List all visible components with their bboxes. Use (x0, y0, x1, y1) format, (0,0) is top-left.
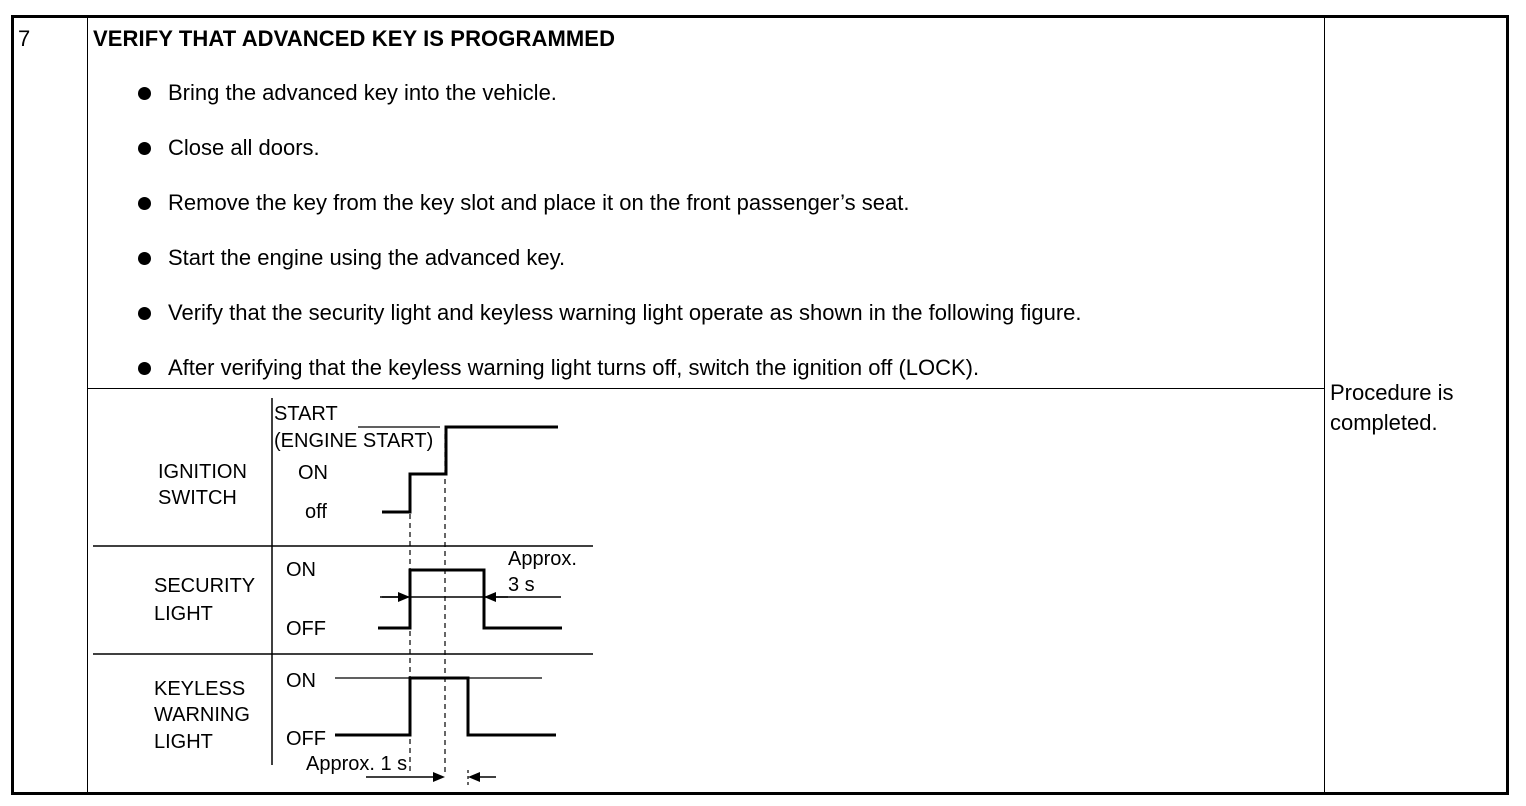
step-title: VERIFY THAT ADVANCED KEY IS PROGRAMMED (93, 26, 616, 51)
ignition-state-start: (ENGINE START) (274, 430, 433, 452)
arrowhead (433, 772, 445, 782)
security-label: LIGHT (154, 603, 213, 625)
column-divider-result (1324, 15, 1325, 795)
security-state-off: OFF (286, 618, 326, 640)
arrowhead (468, 772, 480, 782)
keyless-waveform (335, 676, 556, 737)
procedure-table (11, 15, 1509, 795)
keyless-label: KEYLESS (154, 678, 245, 700)
ignition-state-off: off (305, 501, 327, 523)
arrowhead (398, 592, 410, 602)
column-divider-step (87, 15, 88, 795)
row-divider (88, 388, 1324, 389)
keyless-state-on: ON (286, 670, 316, 692)
instruction-item: Start the engine using the advanced key. (136, 243, 1082, 298)
instruction-item: Verify that the security light and keyle… (136, 298, 1082, 353)
ignition-state-on: ON (298, 462, 328, 484)
instruction-item: Bring the advanced key into the vehicle. (136, 78, 1082, 133)
keyless-label: LIGHT (154, 731, 213, 753)
arrowhead (484, 592, 496, 602)
step-number: 7 (18, 26, 31, 51)
instruction-list: Bring the advanced key into the vehicle.… (136, 78, 1082, 408)
security-duration: Approx. (508, 548, 577, 570)
keyless-duration: Approx. 1 s (306, 753, 407, 775)
ignition-label: SWITCH (158, 487, 237, 509)
security-waveform (378, 568, 562, 630)
result-text: Procedure is completed. (1330, 380, 1454, 435)
keyless-label: WARNING (154, 704, 250, 726)
security-state-on: ON (286, 559, 316, 581)
instruction-item: Close all doors. (136, 133, 1082, 188)
instruction-item: Remove the key from the key slot and pla… (136, 188, 1082, 243)
ignition-waveform (382, 425, 558, 514)
security-label: SECURITY (154, 575, 255, 597)
ignition-label: IGNITION (158, 461, 247, 483)
ignition-state-start: START (274, 403, 338, 425)
security-duration: 3 s (508, 574, 535, 596)
keyless-state-off: OFF (286, 728, 326, 750)
timing-diagram: IGNITION SWITCH START (ENGINE START) ON … (93, 398, 593, 785)
instruction-item: After verifying that the keyless warning… (136, 353, 1082, 408)
